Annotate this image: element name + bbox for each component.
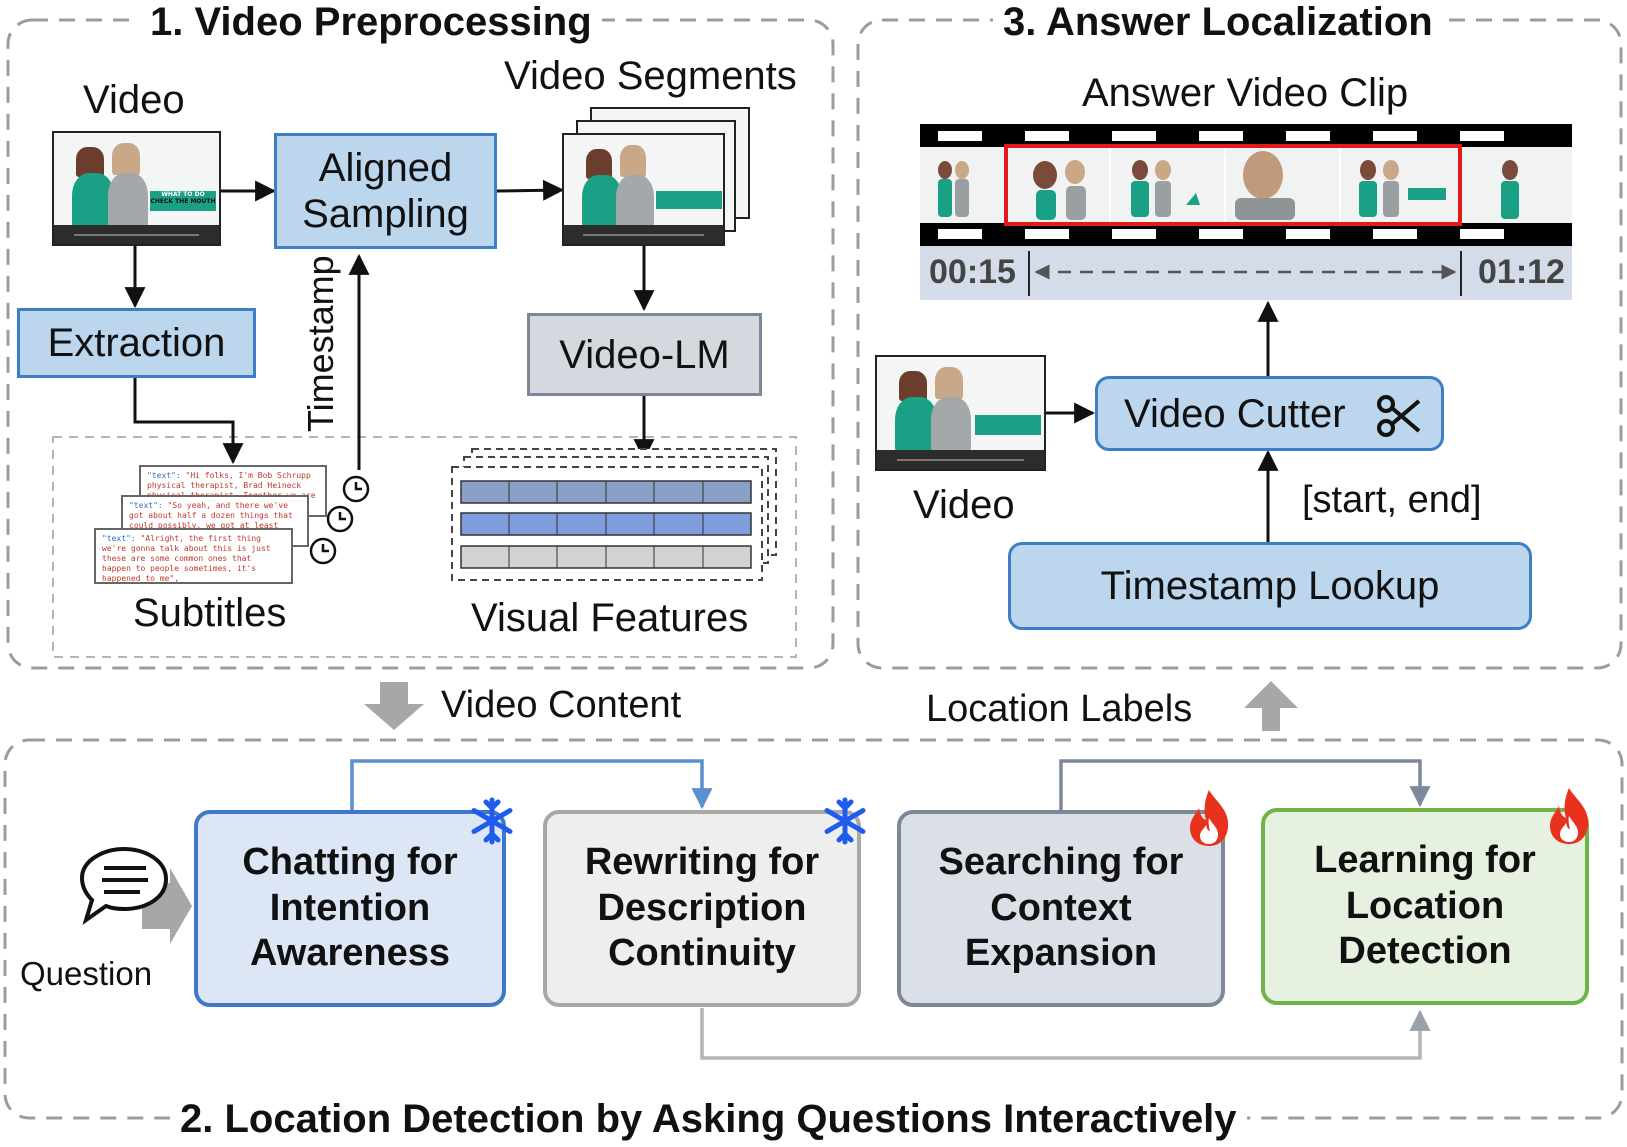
timestamp-lookup-box: Timestamp Lookup: [1008, 542, 1532, 630]
stage-rewriting-line1: Rewriting for: [584, 841, 820, 884]
stage-rewriting-line2: Description: [597, 886, 807, 929]
timestamp-label: Timestamp: [300, 255, 341, 432]
connector-search-to-learn: [1059, 759, 1431, 810]
range-label: [start, end]: [1302, 479, 1482, 521]
stage-rewriting-line3: Continuity: [608, 932, 796, 975]
stage-chatting-line2: Intention: [269, 886, 431, 929]
detection-title: 2. Location Detection by Asking Question…: [170, 1099, 1247, 1139]
segment-thumbnail-front: [562, 133, 725, 246]
feature-row-mid: [460, 512, 752, 536]
stage-learning-line1: Learning for: [1314, 839, 1536, 882]
stage-learning-line3: Detection: [1338, 930, 1512, 973]
fire-icon: [1550, 788, 1589, 844]
localization-video-thumbnail: [875, 355, 1046, 471]
feature-row-top: [460, 480, 752, 504]
connector-rewrite-to-learn: [700, 1008, 1431, 1060]
stage-rewriting: Rewriting for Description Continuity: [543, 810, 861, 1007]
stage-searching-line2: Context: [990, 886, 1132, 929]
clock-icon: [342, 475, 370, 503]
start-time: 00:15: [929, 253, 1016, 291]
stage-chatting: Chatting for Intention Awareness: [194, 810, 506, 1007]
stage-chatting-line1: Chatting for: [242, 841, 458, 884]
segments-label: Video Segments: [504, 54, 797, 98]
connector-chat-to-rewrite: [350, 759, 713, 810]
location-labels-label: Location Labels: [926, 688, 1193, 730]
clock-icon: [309, 537, 337, 565]
video-cutter-box: Video Cutter: [1095, 376, 1444, 451]
visual-features-label: Visual Features: [471, 596, 749, 640]
video-cutter-label: Video Cutter: [1124, 391, 1346, 436]
stage-searching-line3: Expansion: [964, 932, 1158, 975]
aligned-sampling-box: Aligned Sampling: [274, 133, 497, 249]
stage-searching: Searching for Context Expansion: [897, 810, 1225, 1007]
stage-learning-line2: Location: [1345, 884, 1505, 927]
film-strip: [920, 124, 1572, 246]
clock-icon: [326, 505, 354, 533]
thumb-banner-line2: CHECK THE MOUTH: [150, 198, 216, 205]
scissors-icon: [1377, 395, 1421, 437]
snowflake-icon: [471, 797, 513, 845]
snowflake-icon: [824, 797, 866, 845]
aligned-sampling-label: Aligned Sampling: [302, 146, 469, 236]
features-area: [52, 436, 797, 658]
video-content-label: Video Content: [441, 684, 682, 726]
subtitles-label: Subtitles: [133, 591, 287, 635]
localization-title: 3. Answer Localization: [993, 2, 1443, 42]
localization-video-label: Video: [913, 483, 1015, 527]
video-lm-box: Video-LM: [527, 313, 762, 396]
stage-chatting-line3: Awareness: [250, 932, 450, 975]
video-label: Video: [83, 78, 185, 122]
extraction-label: Extraction: [47, 321, 226, 365]
subtitle-card: "text": "Alright, the first thing we're …: [94, 528, 293, 584]
extraction-box: Extraction: [17, 308, 256, 378]
timestamp-lookup-label: Timestamp Lookup: [1100, 564, 1440, 608]
stage-searching-line1: Searching for: [938, 841, 1184, 884]
thumb-banner-line1: WHAT TO DO: [161, 191, 205, 198]
arrow-video-content-down: [364, 682, 424, 730]
arrow-sampling-to-segments: [496, 179, 565, 201]
arrow-extraction-to-subtitles: [133, 378, 244, 465]
question-label: Question: [20, 955, 153, 992]
stage-learning: Learning for Location Detection: [1261, 808, 1589, 1005]
preprocessing-title: 1. Video Preprocessing: [140, 2, 602, 42]
video-lm-label: Video-LM: [559, 332, 730, 377]
end-time: 01:12: [1478, 253, 1565, 291]
arrow-location-labels-up: [1244, 681, 1298, 731]
answer-clip-highlight: [1004, 144, 1462, 226]
feature-row-bottom: [460, 545, 752, 569]
video-thumbnail: WHAT TO DO CHECK THE MOUTH: [52, 131, 221, 246]
speech-bubble-icon: [79, 846, 169, 925]
fire-icon: [1190, 790, 1229, 846]
answer-clip-label: Answer Video Clip: [1082, 71, 1409, 115]
